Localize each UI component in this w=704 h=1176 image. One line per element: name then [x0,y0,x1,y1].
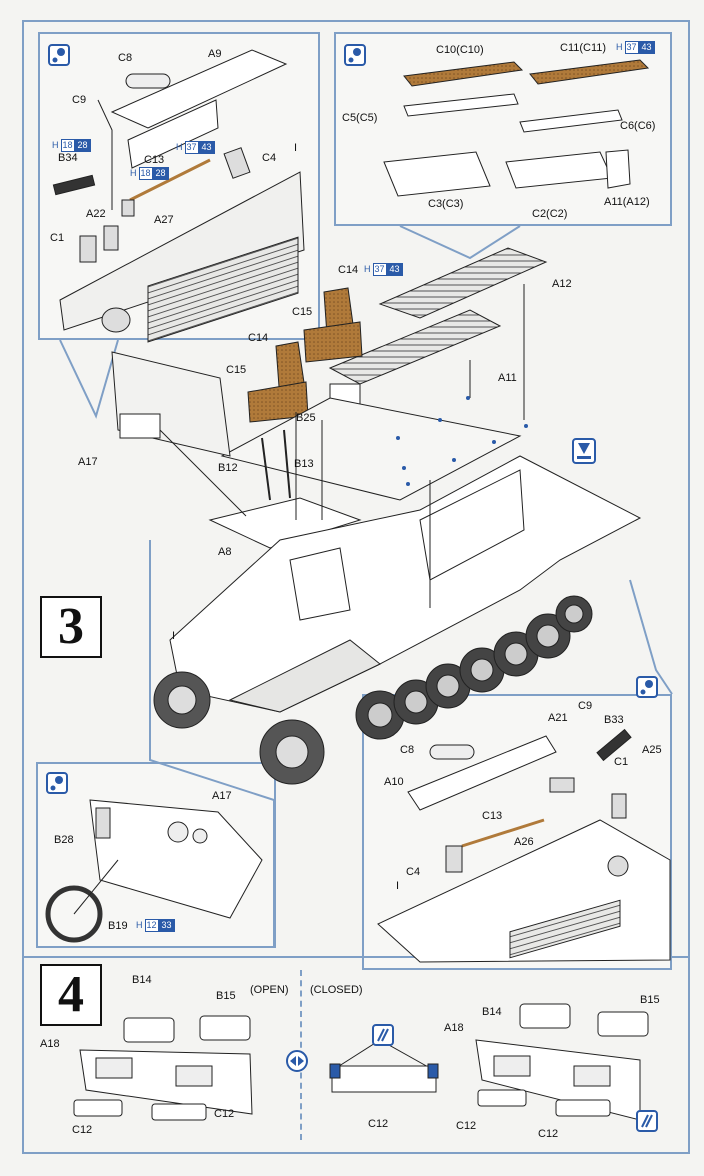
part-label: C8 [400,744,415,756]
part-label: C4 [406,866,421,878]
paint-icon [636,1110,658,1132]
part-label: A11(A12) [604,196,650,208]
part-label: A10 [384,776,404,788]
part-label: C1 [614,756,629,768]
part-label: I [172,630,176,642]
paint-icon [372,1024,394,1046]
part-label: C4 [262,152,277,164]
dashboard-detail [45,799,263,943]
open-label: (OPEN) [250,984,289,996]
part-label: B14 [482,1006,502,1018]
part-label: A9 [208,48,222,60]
attention-icon [636,676,658,698]
part-label: A25 [642,744,662,756]
step-4-number: 4 [40,964,102,1026]
mounting-dots [396,396,528,486]
attention-icon [48,44,70,66]
part-label: C13 [144,154,165,166]
part-label: I [294,142,298,154]
part-label: A18 [444,1022,464,1034]
page-frame [22,20,690,1154]
closed-label: (CLOSED) [310,984,363,996]
part-label: B12 [218,462,238,474]
rear-bench-assembly [52,49,305,343]
mirror-icon [286,1050,308,1072]
part-label: C15 [226,364,247,376]
attention-icon [46,772,68,794]
part-label: C6(C6) [620,120,656,132]
part-label: A26 [514,836,534,848]
flip-icon [572,438,596,464]
step4-drawing [73,1003,649,1121]
part-label: A12 [552,278,572,290]
part-label: C14 [338,264,359,276]
part-label: B33 [604,714,624,726]
part-label: B28 [54,834,74,846]
part-label: B13 [294,458,314,470]
part-label: I [396,880,400,892]
part-label: B14 [132,974,152,986]
part-label: C12 [368,1118,389,1130]
part-label: A18 [40,1038,60,1050]
part-label: C14 [248,332,269,344]
part-label: C9 [72,94,87,106]
step-3-number: 3 [40,596,102,658]
part-label: C12 [538,1128,559,1140]
part-label: C8 [118,52,133,64]
part-label: C12 [72,1124,93,1136]
part-label: A8 [218,546,232,558]
part-label: C11(C11) [560,42,607,54]
part-label: A27 [154,214,174,226]
part-label: B15 [216,990,236,1002]
part-label: B15 [640,994,660,1006]
part-label: A17 [78,456,98,468]
part-label: B34 [58,152,78,164]
part-label: C12 [214,1108,235,1120]
part-label: C5(C5) [342,112,378,124]
part-label: C2(C2) [532,208,568,220]
part-label: C1 [50,232,65,244]
part-label: C13 [482,810,503,822]
part-label: A21 [548,712,568,724]
part-label: C3(C3) [428,198,464,210]
attention-icon [344,44,366,66]
halftrack-hull [111,247,642,785]
part-label: C15 [292,306,313,318]
part-label: A22 [86,208,106,220]
part-label: C10(C10) [436,44,484,56]
part-label: C12 [456,1120,477,1132]
part-label: A17 [212,790,232,802]
seat-frames-assembly [383,59,650,197]
part-label: B19 [108,920,128,932]
step-separator [22,956,690,958]
part-label: B25 [296,412,316,424]
right-side-detail [377,728,671,963]
part-label: A11 [498,372,517,384]
part-label: C9 [578,700,593,712]
